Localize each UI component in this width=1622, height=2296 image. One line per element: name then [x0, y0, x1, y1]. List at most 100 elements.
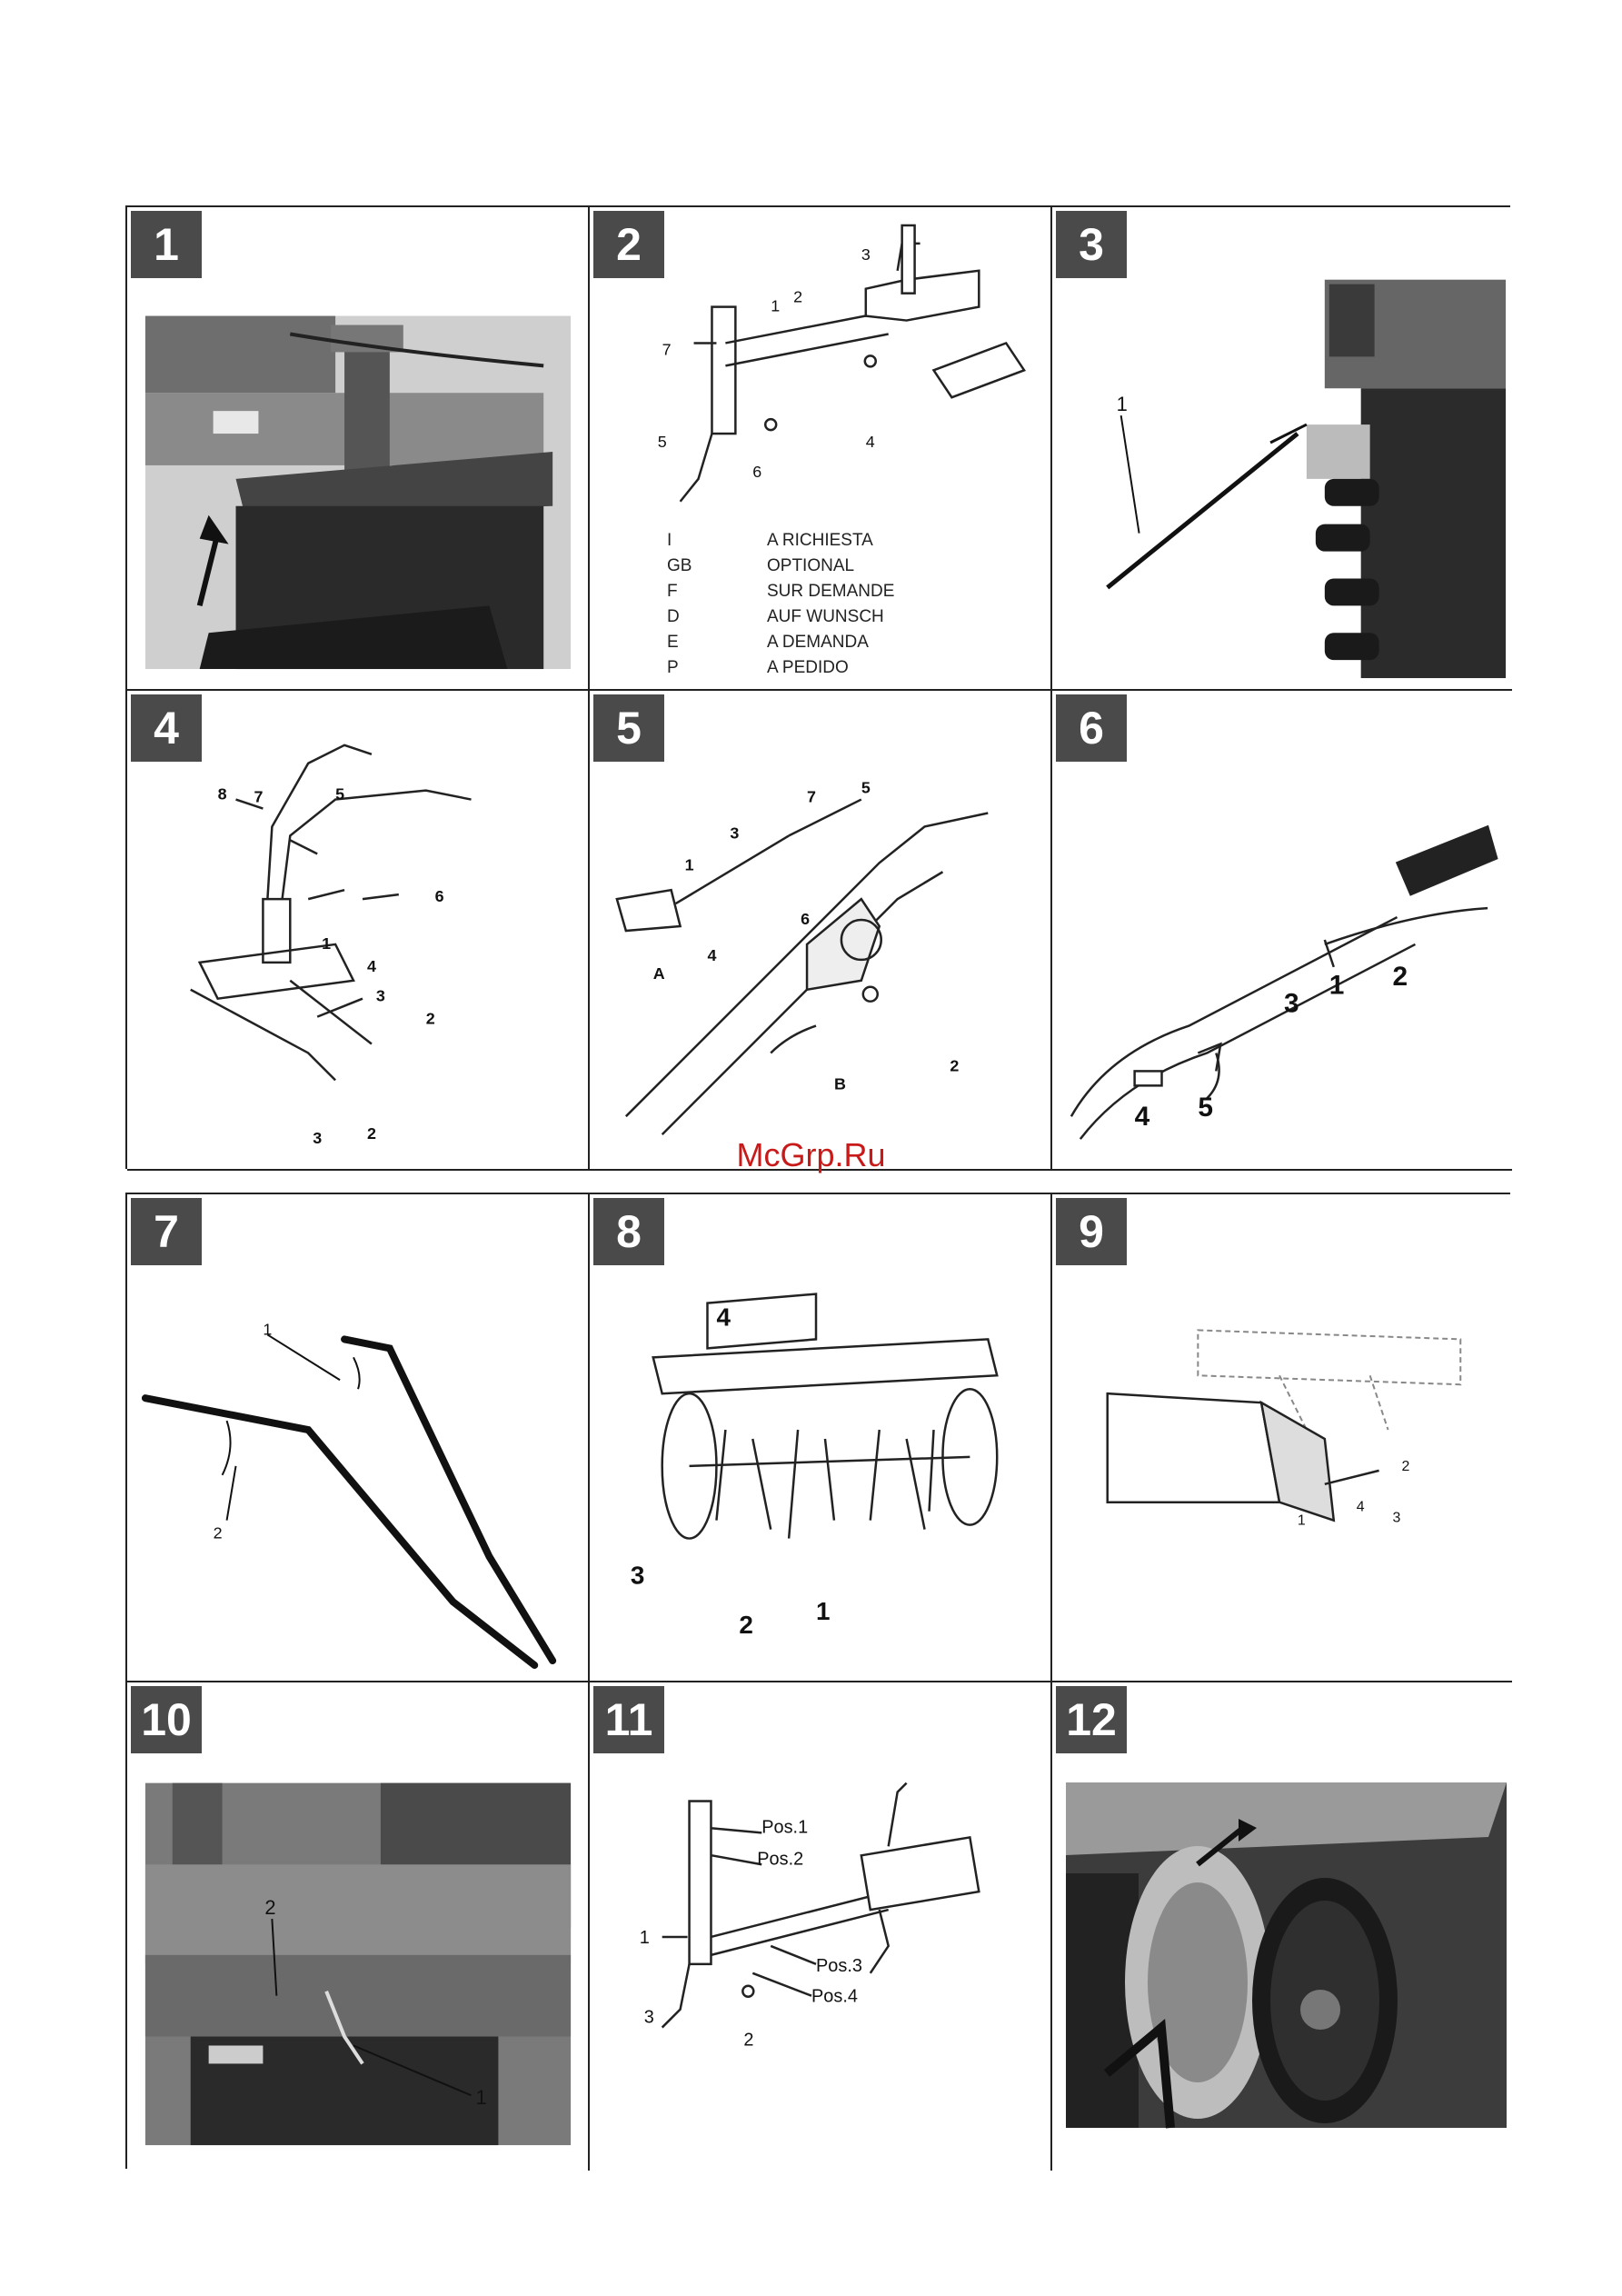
figure-10-photo-rear-cover: 2 1: [127, 1682, 588, 2171]
callout-label: 3: [1284, 989, 1299, 1019]
figure-3-panel: 3 1: [1052, 207, 1512, 691]
callout-label: 1: [816, 1597, 831, 1625]
callout-label: 8: [218, 785, 227, 804]
figure-number-badge: 5: [593, 694, 664, 762]
callout-label: 2: [950, 1056, 959, 1074]
callout-label: 1: [263, 1320, 272, 1338]
callout-label: 2: [214, 1524, 223, 1542]
figure-number-badge: 7: [131, 1198, 202, 1265]
figure-8-panel: 8 4 3 2 1: [590, 1194, 1052, 1682]
figure-number-badge: 4: [131, 694, 202, 762]
callout-label: 6: [801, 910, 810, 928]
callout-label: 5: [1198, 1093, 1213, 1123]
callout-label: 3: [730, 824, 739, 842]
callout-label: 3: [644, 2008, 654, 2028]
callout-label: 2: [264, 1896, 275, 1919]
callout-label: 3: [376, 987, 385, 1005]
callout-label: 1: [1298, 1513, 1306, 1529]
callout-label: 1: [685, 855, 694, 873]
callout-label: 3: [1393, 1511, 1401, 1526]
callout-label: 2: [426, 1010, 435, 1028]
figure-1-panel: 1: [127, 207, 590, 691]
callout-label: B: [834, 1074, 846, 1093]
figure-grid-top: 1 2: [125, 205, 1510, 1169]
callout-label: 2: [743, 2030, 753, 2050]
figure-number-badge: 9: [1056, 1198, 1127, 1265]
figure-3-photo-rod-tines: 1: [1052, 207, 1512, 689]
callout-label: 4: [707, 946, 716, 964]
callout-label: 5: [335, 785, 344, 804]
figure-7-panel: 7 1 2: [127, 1194, 590, 1682]
callout-label: 1: [1117, 393, 1128, 415]
language-code: P: [667, 655, 767, 681]
legend-text: A DEMANDA: [767, 630, 869, 655]
language-code: I: [667, 528, 767, 554]
callout-label: 1: [640, 1928, 650, 1948]
figure-number-badge: 1: [131, 211, 202, 278]
callout-label: 4: [1135, 1102, 1150, 1132]
figure-10-panel: 10 2 1: [127, 1682, 590, 2171]
figure-number-badge: 11: [593, 1686, 664, 1753]
figure-number-badge: 6: [1056, 694, 1127, 762]
site-watermark: McGrp.Ru: [0, 1136, 1622, 1174]
figure-number-badge: 10: [131, 1686, 202, 1753]
callout-label: 1: [771, 297, 780, 315]
figure-4-drawing-handlebar: 8 7 5 6 1 4 3 2 3 2: [127, 691, 588, 1169]
callout-label: 1: [1329, 971, 1345, 1001]
figure-8-drawing-tiller-rotors: 4 3 2 1: [590, 1194, 1050, 1681]
callout-label: 2: [739, 1611, 753, 1639]
callout-label: 7: [254, 788, 263, 806]
callout-label: 4: [716, 1303, 731, 1331]
figure-6-drawing-clutch-lever: 2 1 3 4 5: [1052, 691, 1512, 1169]
callout-label: 6: [752, 463, 761, 481]
legend-text: SUR DEMANDE: [767, 579, 894, 604]
callout-label: A: [653, 964, 665, 983]
callout-label: 7: [662, 340, 672, 358]
legend-text: A PEDIDO: [767, 655, 849, 681]
callout-label: Pos.1: [761, 1817, 808, 1837]
language-code: F: [667, 579, 767, 604]
figure-7-drawing-handlebar-levers: 1 2: [127, 1194, 588, 1681]
callout-label: 7: [807, 788, 816, 806]
figure-number-badge: 12: [1056, 1686, 1127, 1753]
callout-label: Pos.4: [811, 1987, 858, 2007]
callout-label: 1: [475, 2086, 486, 2109]
callout-label: 6: [435, 887, 444, 905]
figure-number-badge: 2: [593, 211, 664, 278]
figure-1-photo-hitch-frame: [127, 207, 588, 689]
figure-9-panel: 9 2 4 3 1: [1052, 1194, 1512, 1682]
figure-9-drawing-front-weight: 2 4 3 1: [1052, 1194, 1512, 1681]
figure-2-panel: 2 3 1 2: [590, 207, 1052, 691]
language-code: GB: [667, 554, 767, 579]
language-code: D: [667, 604, 767, 630]
legend-row: FSUR DEMANDE: [667, 579, 894, 604]
figure-number-badge: 3: [1056, 211, 1127, 278]
callout-label: 4: [367, 957, 376, 975]
callout-label: 3: [861, 245, 871, 264]
language-code: E: [667, 630, 767, 655]
figure-5-drawing-throttle-cable: 1 3 7 5 6 A 4 B 2: [590, 691, 1050, 1169]
figure-11-panel: 11 Pos.1: [590, 1682, 1052, 2171]
legend-text: A RICHIESTA: [767, 528, 873, 554]
callout-label: 2: [793, 288, 802, 306]
figure-6-panel: 6 2 1 3 4 5: [1052, 691, 1512, 1171]
callout-label: 1: [322, 934, 331, 953]
callout-label: Pos.3: [816, 1956, 862, 1976]
legend-text: AUF WUNSCH: [767, 604, 884, 630]
callout-label: 4: [1357, 1500, 1365, 1515]
callout-label: 2: [1402, 1459, 1410, 1474]
callout-label: 5: [658, 433, 667, 451]
callout-label: 2: [1393, 962, 1408, 992]
figure-11-drawing-hitch-positions: Pos.1 Pos.2 1 Pos.3 Pos.4 3 2: [590, 1682, 1050, 2171]
legend-text: OPTIONAL: [767, 554, 854, 579]
callout-label: 4: [866, 433, 875, 451]
figure-5-panel: 5 1 3 7 5 6: [590, 691, 1052, 1171]
figure-12-panel: 12: [1052, 1682, 1512, 2171]
